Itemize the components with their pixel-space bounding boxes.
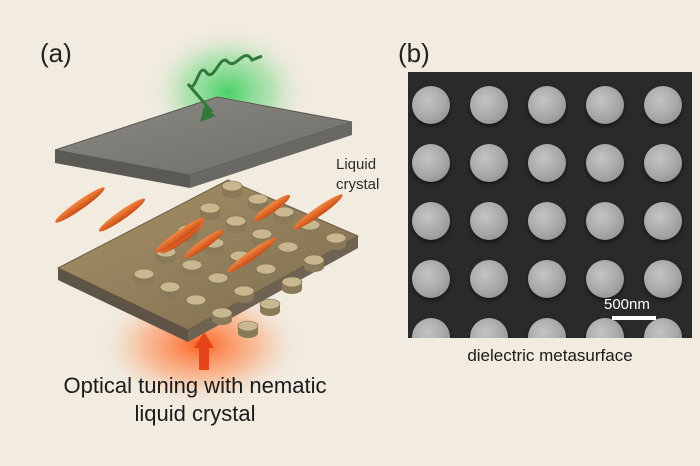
sem-pillar [528,86,566,124]
substrate-pillar [255,263,277,281]
top-glass-plate [54,96,353,188]
substrate-pillar [273,206,295,224]
substrate-pillar [281,276,303,294]
substrate-pillar [225,215,247,233]
sem-pillar [586,260,624,298]
sem-pillar [470,318,508,338]
substrate-pillar [159,281,181,299]
lc-molecule [184,229,224,259]
substrate-pillar [247,193,269,211]
liquid-crystal-molecules [55,187,343,273]
liquid-crystal-label: Liquid crystal [336,156,380,193]
caption-line-1: Optical tuning with nematic [63,373,327,398]
lc-molecule [227,237,277,273]
lc-molecule [98,198,146,232]
sem-pillar [644,144,682,182]
scale-bar-label: 500nm [604,296,650,313]
substrate-pillar [233,285,255,303]
panel-b-caption: dielectric metasurface [467,346,633,365]
nano-pillar-array [133,180,347,338]
substrate-pillar [237,320,259,338]
substrate-pillar [181,259,203,277]
sem-pillar [470,260,508,298]
sem-pillar [586,86,624,124]
substrate-pillar [221,180,243,198]
substrate-pillar [207,272,229,290]
substrate-pillar [303,254,325,272]
sem-pillar [528,144,566,182]
sem-pillar [644,260,682,298]
pump-arrow-icon [194,332,214,370]
sem-pillar [470,144,508,182]
panel-a-caption: Optical tuning with nematic liquid cryst… [10,372,380,428]
sem-pillar [586,144,624,182]
sem-pillar [412,202,450,240]
substrate-pillar [185,294,207,312]
lc-molecule [55,187,105,223]
sem-pillar [528,318,566,338]
sem-pillar [412,318,450,338]
panel-a-label: (a) [40,38,72,68]
substrate-pillar [259,298,281,316]
lc-molecule [293,194,343,230]
panel-b-label: (b) [398,38,430,68]
sem-pillar [528,202,566,240]
sem-pillar [412,260,450,298]
sem-pillar [586,318,624,338]
sem-pillar [412,86,450,124]
lc-molecule [253,194,291,222]
sem-pillar [412,144,450,182]
substrate-pillar [277,241,299,259]
scale-bar [612,316,656,320]
substrate-pillar [211,307,233,325]
sem-pillar [644,202,682,240]
sem-pillar [644,86,682,124]
substrate-pillar [325,232,347,250]
lc-molecule [155,217,205,253]
sem-pillar [586,202,624,240]
substrate-pillar [199,202,221,220]
incident-light-wave [186,54,263,122]
sem-pillar [644,318,682,338]
sem-pillar [528,260,566,298]
substrate-pillar [133,268,155,286]
sem-image [408,72,692,338]
sem-pillar [470,86,508,124]
sem-pillar [470,202,508,240]
caption-line-2: liquid crystal [134,401,256,426]
